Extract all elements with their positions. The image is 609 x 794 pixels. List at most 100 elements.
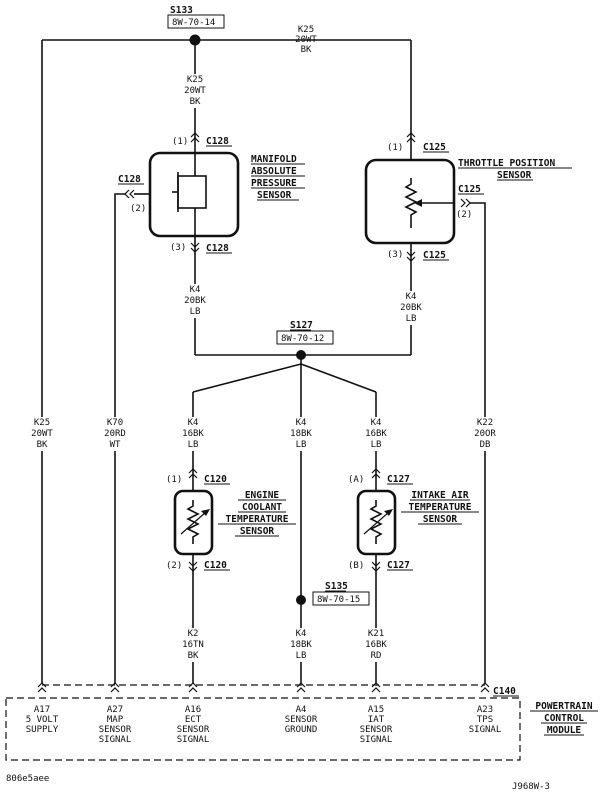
svg-text:C125: C125 (423, 250, 446, 261)
svg-text:SENSOR: SENSOR (423, 514, 458, 525)
svg-text:ECT: ECT (185, 715, 202, 725)
svg-text:SENSOR: SENSOR (497, 170, 532, 181)
svg-text:WT: WT (110, 440, 121, 450)
ect-thermistor-icon (186, 500, 200, 544)
svg-text:20RD: 20RD (104, 429, 126, 439)
c127-bottom-connector-icon (371, 561, 381, 572)
wire-label-k22: K22 20OR DB (470, 417, 500, 451)
svg-text:18BK: 18BK (290, 640, 312, 650)
svg-text:COOLANT: COOLANT (242, 502, 282, 513)
svg-text:C125: C125 (423, 142, 446, 153)
wire-label-map-k4: K4 20BK LB (180, 284, 210, 318)
svg-text:TPS: TPS (477, 715, 493, 725)
svg-text:INTAKE AIR: INTAKE AIR (411, 490, 468, 501)
splice-s133: S133 8W-70-14 (167, 5, 225, 46)
svg-text:SENSOR: SENSOR (99, 725, 132, 735)
svg-text:C127: C127 (387, 474, 410, 485)
splice-s135-ref: 8W-70-15 (317, 595, 360, 605)
map-sensor: (1) C128 (3) C128 C128 (2) MANIFOLD ABSO… (118, 132, 305, 254)
svg-text:A27: A27 (107, 705, 123, 715)
svg-text:A17: A17 (34, 705, 50, 715)
svg-text:K25: K25 (34, 418, 50, 428)
svg-text:LB: LB (371, 440, 382, 450)
svg-text:LB: LB (188, 440, 199, 450)
svg-text:(1): (1) (166, 475, 182, 485)
svg-text:K4: K4 (296, 418, 307, 428)
wire-label-top-k25: K25 20WT BK (295, 25, 317, 55)
pcm-connector-chevrons (37, 682, 490, 693)
svg-text:C125: C125 (458, 184, 481, 195)
svg-text:20WT: 20WT (184, 86, 206, 96)
powertrain-control-module: C140 A17 5 VOLT SUPPLY A27 MAP SENSOR SI… (5, 682, 598, 761)
svg-text:SENSOR: SENSOR (177, 725, 210, 735)
pcm-pin-a23: A23 TPS SIGNAL (469, 705, 502, 735)
pcm-pin-a27: A27 MAP SENSOR SIGNAL (99, 705, 132, 745)
svg-text:20OR: 20OR (474, 429, 496, 439)
svg-text:(3): (3) (387, 250, 403, 260)
tps-resistor-icon (404, 178, 418, 228)
svg-text:16BK: 16BK (365, 640, 387, 650)
svg-text:POWERTRAIN: POWERTRAIN (535, 701, 592, 712)
svg-text:CONTROL: CONTROL (544, 713, 584, 724)
pcm-pin-a15: A15 IAT SENSOR SIGNAL (360, 705, 393, 745)
svg-text:20WT: 20WT (295, 35, 317, 45)
splice-s135-id: S135 (325, 581, 348, 592)
svg-text:16BK: 16BK (182, 429, 204, 439)
iat-thermistor-icon (369, 500, 383, 544)
svg-text:C127: C127 (387, 560, 410, 571)
svg-text:SENSOR: SENSOR (360, 725, 393, 735)
svg-text:K4: K4 (188, 418, 199, 428)
svg-text:TEMPERATURE: TEMPERATURE (226, 514, 289, 525)
svg-text:SUPPLY: SUPPLY (26, 725, 59, 735)
c120-bottom-connector-icon (188, 561, 198, 572)
svg-text:MAP: MAP (107, 715, 124, 725)
svg-text:K25: K25 (298, 25, 314, 35)
svg-text:LB: LB (406, 314, 417, 324)
c128-top-connector-icon (190, 132, 200, 143)
svg-text:C128: C128 (206, 136, 229, 147)
svg-text:(1): (1) (172, 137, 188, 147)
svg-text:K4: K4 (406, 292, 417, 302)
wire-label-iat-k4: K4 16BK LB (361, 417, 391, 451)
svg-text:BK: BK (188, 651, 199, 661)
pcm-pin-a4: A4 SENSOR GROUND (285, 705, 318, 735)
svg-text:BK: BK (190, 97, 201, 107)
svg-text:16BK: 16BK (365, 429, 387, 439)
svg-text:MANIFOLD: MANIFOLD (251, 154, 297, 165)
svg-text:20BK: 20BK (184, 296, 206, 306)
c128-side-connector-icon (124, 189, 135, 199)
splice-s127-id: S127 (290, 320, 313, 331)
svg-text:SIGNAL: SIGNAL (99, 735, 132, 745)
svg-text:MODULE: MODULE (547, 725, 582, 736)
svg-text:A23: A23 (477, 705, 493, 715)
svg-text:(1): (1) (387, 143, 403, 153)
wire-label-map-k25: K25 20WT BK (180, 74, 210, 108)
c127-top-connector-icon (371, 468, 381, 479)
svg-text:K25: K25 (187, 75, 203, 85)
splice-s133-id: S133 (170, 5, 193, 16)
svg-text:THROTTLE POSITION: THROTTLE POSITION (458, 158, 556, 169)
svg-text:16TN: 16TN (182, 640, 204, 650)
svg-text:(2): (2) (130, 204, 146, 214)
wire-labels: K25 20WT BK K25 20WT BK K4 20BK LB K4 20… (27, 25, 500, 662)
svg-text:C120: C120 (204, 474, 227, 485)
svg-text:DB: DB (480, 440, 491, 450)
svg-text:SIGNAL: SIGNAL (360, 735, 393, 745)
wire-label-tps-k4: K4 20BK LB (396, 291, 426, 325)
svg-text:20BK: 20BK (400, 303, 422, 313)
svg-text:20WT: 20WT (31, 429, 53, 439)
svg-text:(2): (2) (166, 561, 182, 571)
svg-text:ENGINE: ENGINE (245, 490, 280, 501)
svg-text:K2: K2 (188, 629, 199, 639)
svg-text:LB: LB (296, 651, 307, 661)
svg-text:C120: C120 (204, 560, 227, 571)
svg-text:C140: C140 (493, 686, 516, 697)
svg-text:BK: BK (37, 440, 48, 450)
wire-label-k21: K21 16BK RD (361, 628, 391, 662)
svg-text:A16: A16 (185, 705, 201, 715)
c125-top-connector-icon (406, 132, 416, 143)
svg-text:SENSOR: SENSOR (257, 190, 292, 201)
intake-air-temperature-sensor: (A) C127 (B) C127 INTAKE AIR TEMPERATURE… (348, 468, 479, 572)
c120-top-connector-icon (188, 468, 198, 479)
